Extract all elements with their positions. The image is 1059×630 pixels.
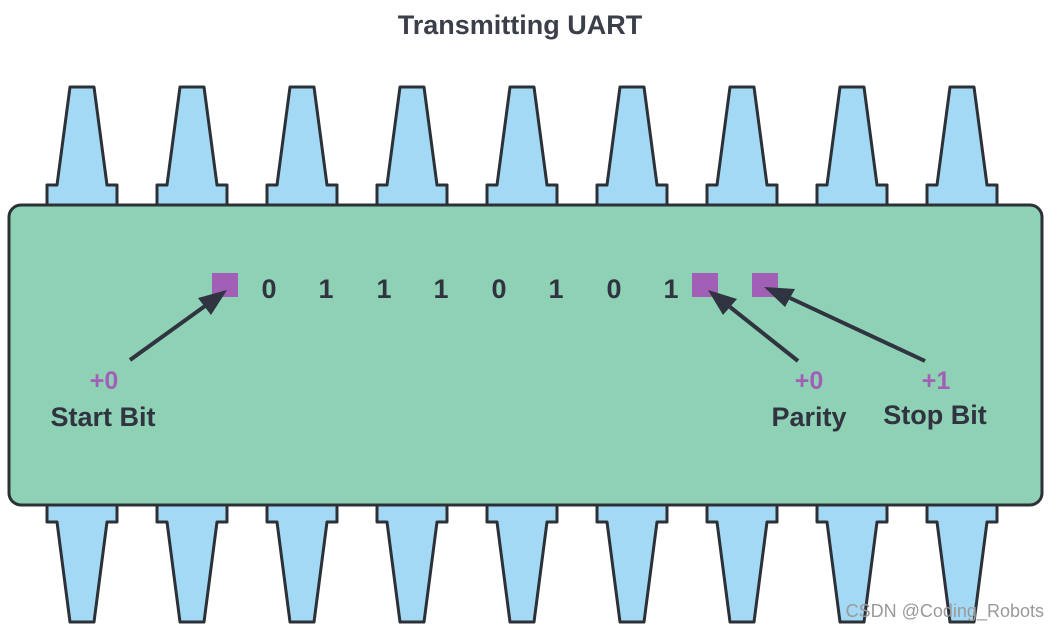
bottom-pin [595,488,669,624]
stop-bit-label: Stop Bit [883,400,986,430]
bottom-pin [705,488,779,624]
top-pin-row [45,85,999,222]
data-bit: 0 [261,274,276,304]
data-bit: 1 [663,274,678,304]
stop-bit-value: +1 [922,367,951,395]
start-bit-label: Start Bit [50,402,155,432]
data-bit: 1 [376,274,391,304]
start-bit-value: +0 [90,367,119,395]
data-bit: 1 [548,274,563,304]
top-pin [155,85,229,222]
data-bit: 0 [606,274,621,304]
top-pin [815,85,889,222]
top-pin [925,85,999,222]
parity-bit-label: Parity [771,402,846,432]
top-pin [485,85,559,222]
parity-bit-arrow [708,290,800,363]
bottom-pin [265,488,339,624]
data-bit: 0 [491,274,506,304]
data-bit: 1 [433,274,448,304]
start-bit-arrow [128,290,227,362]
watermark: CSDN @Coding_Robots [846,601,1044,622]
bottom-pin [155,488,229,624]
diagram-title: Transmitting UART [398,10,643,40]
stop-bit-arrow [764,287,926,363]
parity-bit-value: +0 [795,367,824,395]
top-pin [375,85,449,222]
bottom-pin [45,488,119,624]
top-pin [595,85,669,222]
data-bit: 1 [318,274,333,304]
top-pin [265,85,339,222]
top-pin [705,85,779,222]
chip-body [7,203,1044,507]
data-bits-row: 0 1 1 1 0 1 0 1 [261,274,678,304]
bottom-pin [485,488,559,624]
bottom-pin [375,488,449,624]
top-pin [45,85,119,222]
